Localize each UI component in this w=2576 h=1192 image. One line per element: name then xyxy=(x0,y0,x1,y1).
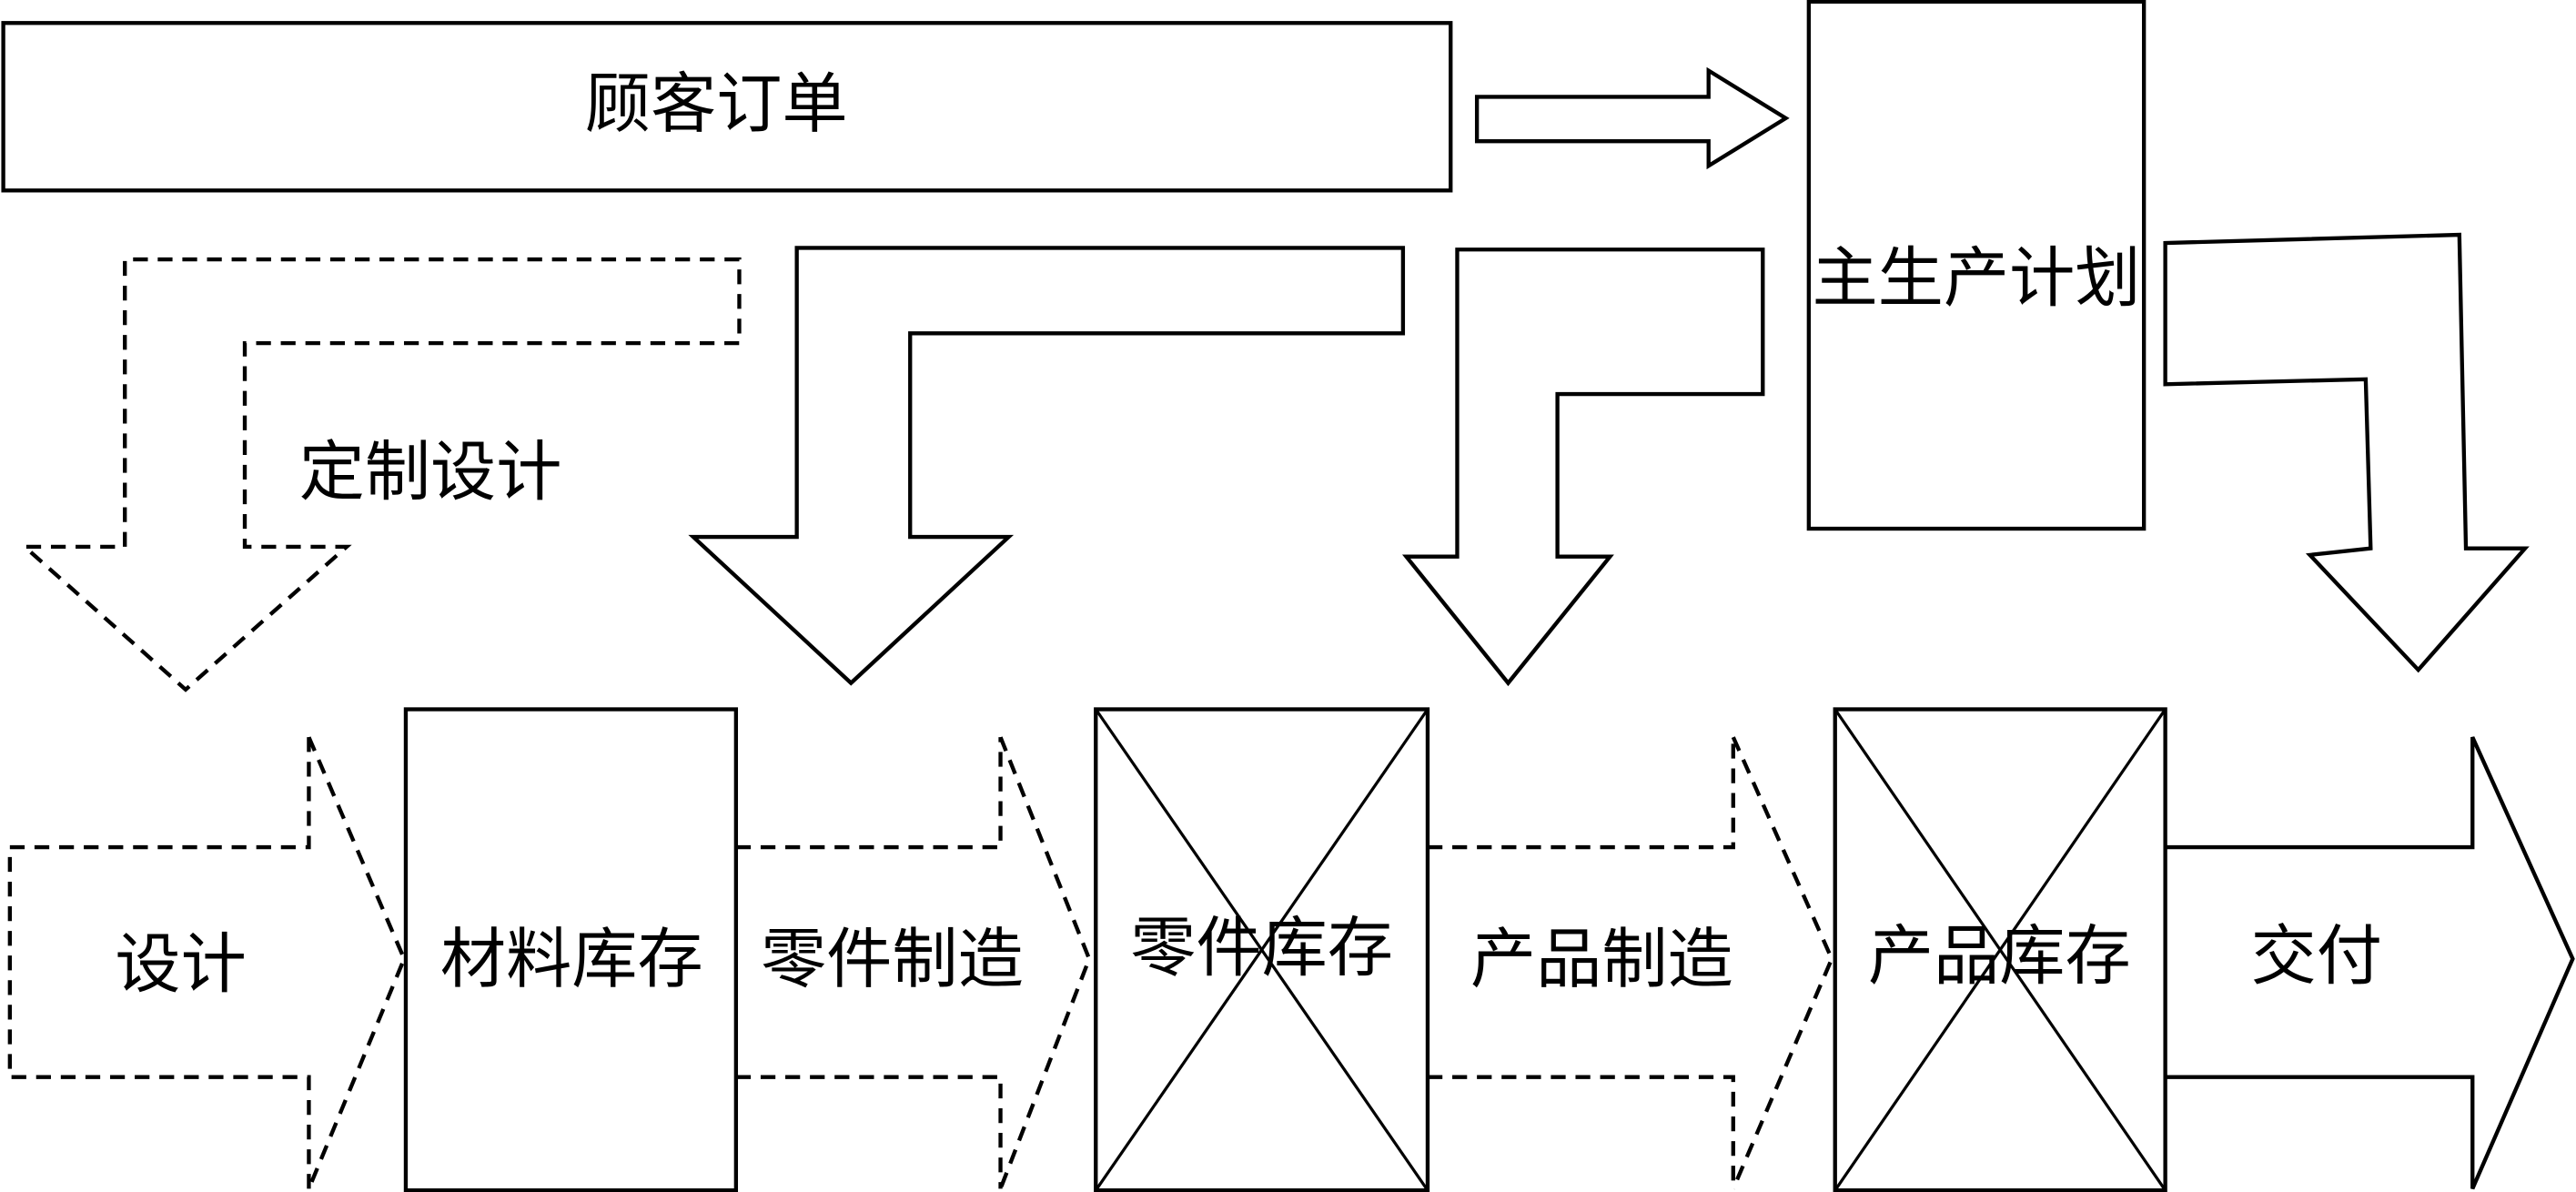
part-inventory-node: 零件库存 xyxy=(1094,707,1430,1192)
master-schedule-node: 主生产计划 xyxy=(1806,0,2147,531)
product-manufacturing-node: 产品制造 xyxy=(1427,736,1834,1190)
customer-order-node: 顾客订单 xyxy=(1,21,1453,193)
delivery-arrow xyxy=(2165,736,2575,1190)
customer-order-box xyxy=(1,21,1453,193)
design-arrow-head xyxy=(307,736,407,1190)
material-inventory-box xyxy=(403,707,739,1192)
part-manufacturing-arrow-head xyxy=(998,736,1092,1190)
product-inventory-cross-line-2 xyxy=(1834,708,2167,1192)
design-node: 设计 xyxy=(7,736,407,1190)
order-to-schedule-arrow xyxy=(1474,66,1790,170)
part-manufacturing-node: 零件制造 xyxy=(735,736,1092,1190)
part-inventory-label: 零件库存 xyxy=(1130,911,1393,987)
product-inventory-label: 产品库存 xyxy=(1868,919,2131,995)
master-schedule-label: 主生产计划 xyxy=(1812,240,2140,317)
material-inventory-node: 材料库存 xyxy=(403,707,739,1192)
product-manufacturing-arrow-body-bottom xyxy=(1427,1075,1735,1189)
material-inventory-label: 材料库存 xyxy=(440,922,703,998)
custom-design-label: 定制设计 xyxy=(299,434,562,510)
product-inventory-node: 产品库存 xyxy=(1833,707,2167,1192)
custom-design-arrow xyxy=(19,257,742,692)
delivery-label: 交付 xyxy=(2251,919,2382,995)
customer-order-label: 顾客订单 xyxy=(585,66,848,143)
schedule-to-part-manufacturing-arrow xyxy=(688,246,1406,686)
product-manufacturing-arrow-head xyxy=(1731,736,1834,1190)
schedule-to-product-manufacturing-arrow xyxy=(1401,247,1765,687)
part-inventory-cross-line-2 xyxy=(1094,708,1429,1192)
part-manufacturing-arrow-body-bottom xyxy=(735,1075,1003,1189)
master-schedule-box xyxy=(1806,0,2147,531)
part-manufacturing-arrow-body xyxy=(735,737,1003,850)
product-manufacturing-arrow-body xyxy=(1427,737,1735,850)
schedule-to-delivery-arrow xyxy=(2163,232,2530,673)
part-manufacturing-label: 零件制造 xyxy=(761,922,1024,998)
design-label: 设计 xyxy=(115,927,246,1004)
product-manufacturing-label: 产品制造 xyxy=(1470,922,1733,998)
design-arrow-body xyxy=(7,737,311,1189)
delivery-node: 交付 xyxy=(2165,736,2575,1190)
